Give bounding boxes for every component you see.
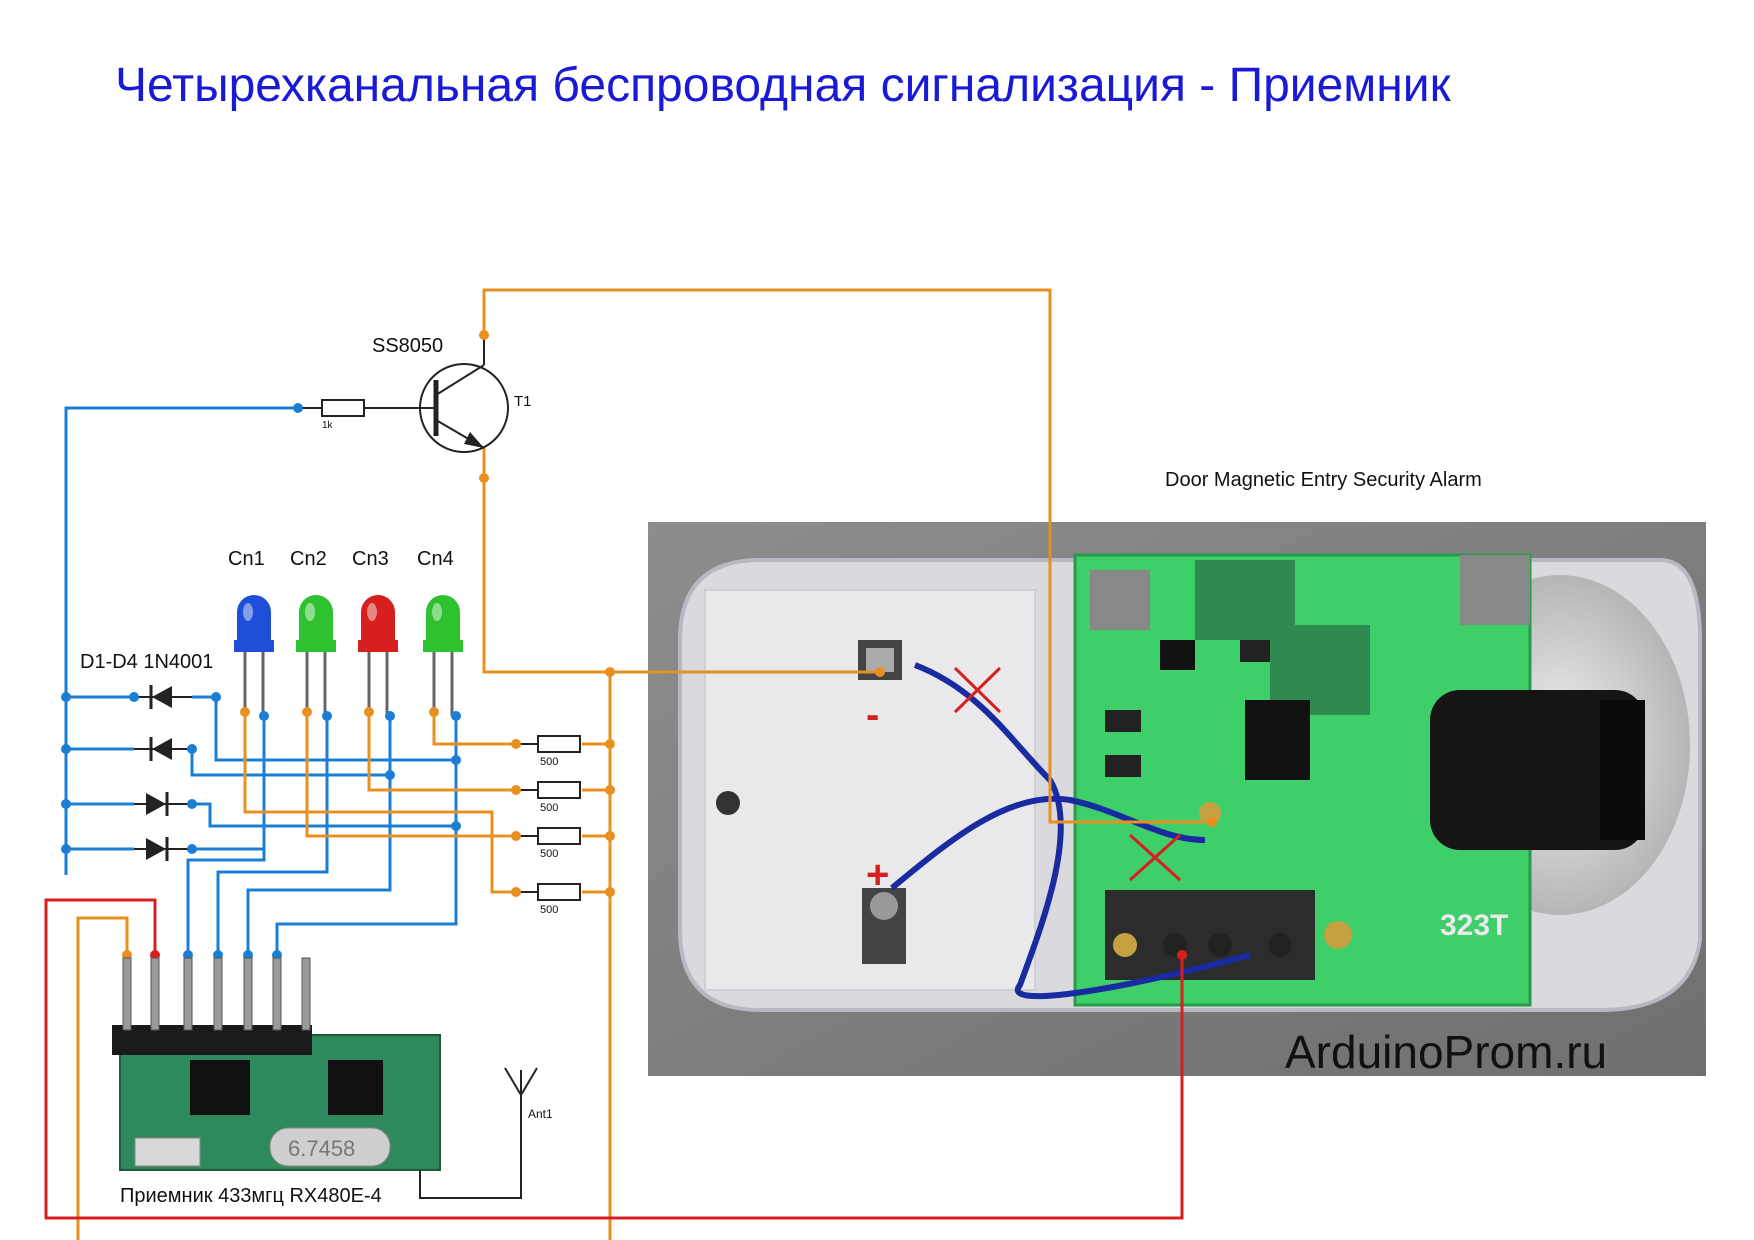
transistor-model: SS8050 — [372, 335, 443, 357]
junction-dot — [511, 785, 521, 795]
leds: Cn1 Cn2 Cn3 Cn4 — [228, 548, 463, 716]
base-resistor-value: 1k — [322, 420, 334, 431]
resistor-value: 500 — [540, 848, 558, 860]
led-resistor-2: 500 — [516, 781, 581, 814]
header-pin — [213, 957, 223, 1031]
led-resistor-1: 500 — [516, 735, 581, 768]
resistor-value: 500 — [540, 904, 558, 916]
junction-dot — [451, 711, 461, 721]
resistor-value: 500 — [540, 802, 558, 814]
junction-dot — [1207, 817, 1217, 827]
junction-dot — [61, 799, 71, 809]
junction-dot — [511, 831, 521, 841]
header-pin — [301, 957, 311, 1031]
header-pin — [150, 957, 160, 1031]
junction-dot — [385, 770, 395, 780]
junction-dot — [875, 667, 885, 677]
led-2: Cn2 — [290, 548, 336, 716]
crystal-marking: 6.7458 — [288, 1136, 355, 1161]
junction-dot — [511, 887, 521, 897]
junction-dot — [605, 739, 615, 749]
antenna-ref: Ant1 — [528, 1107, 553, 1121]
junction-dot — [511, 739, 521, 749]
plus-label: + — [866, 853, 889, 897]
header-pin — [183, 957, 193, 1031]
minus-label: - — [866, 693, 879, 737]
junction-dot — [605, 831, 615, 841]
junction-dot — [429, 707, 439, 717]
junction-dot — [211, 692, 221, 702]
junction-dot — [61, 692, 71, 702]
diode-d2 — [134, 737, 192, 761]
diodes-label: D1-D4 1N4001 — [80, 651, 213, 673]
diagram-title: Четырехканальная беспроводная сигнализац… — [115, 59, 1451, 112]
led-1: Cn1 — [228, 548, 274, 716]
led-body — [361, 595, 395, 642]
junction-dot — [129, 692, 139, 702]
junction-dot — [479, 330, 489, 340]
header-pin — [122, 957, 132, 1031]
led-rim — [358, 640, 398, 652]
junction-dot — [479, 473, 489, 483]
pcb-marking: 323T — [1440, 909, 1508, 942]
junction-dots — [61, 330, 1217, 960]
junction-dot — [187, 799, 197, 809]
watermark: ArduinoProm.ru — [1285, 1026, 1607, 1078]
led-resistor-3: 500 — [516, 827, 581, 860]
junction-dot — [364, 707, 374, 717]
receiver-pins — [122, 957, 311, 1031]
resistor-value: 500 — [540, 756, 558, 768]
alarm-label: Door Magnetic Entry Security Alarm — [1165, 469, 1482, 491]
led-label: Cn2 — [290, 548, 327, 570]
junction-dot — [240, 707, 250, 717]
receiver-label: Приемник 433мгц RX480E-4 — [120, 1185, 382, 1207]
junction-dot — [293, 403, 303, 413]
junction-dot — [605, 887, 615, 897]
receiver-module: 6.7458 Приемник 433мгц RX480E-4 — [112, 957, 441, 1207]
led-label: Cn1 — [228, 548, 265, 570]
led-body — [237, 595, 271, 642]
junction-dot — [322, 711, 332, 721]
led-4: Cn4 — [417, 548, 463, 716]
led-body — [426, 595, 460, 642]
transistor-ref: T1 — [514, 393, 532, 410]
junction-dot — [61, 844, 71, 854]
diode-d1 — [134, 685, 192, 709]
junction-dot — [385, 711, 395, 721]
header-pin — [243, 957, 253, 1031]
base-resistor — [321, 399, 365, 417]
junction-dot — [451, 755, 461, 765]
led-rim — [234, 640, 274, 652]
junction-dot — [187, 744, 197, 754]
led-label: Cn3 — [352, 548, 389, 570]
transistor-t1: 1k SS8050 T1 — [298, 335, 532, 453]
led-resistor-4: 500 — [516, 883, 581, 916]
diode-d3 — [134, 792, 192, 816]
junction-dot — [605, 785, 615, 795]
led-body — [299, 595, 333, 642]
junction-dot — [302, 707, 312, 717]
led-3: Cn3 — [352, 548, 398, 716]
junction-dot — [451, 821, 461, 831]
led-resistors: 500 500 500 500 — [516, 735, 581, 916]
led-rim — [423, 640, 463, 652]
antenna-ant1: Ant1 — [504, 1067, 553, 1121]
led-label: Cn4 — [417, 548, 454, 570]
junction-dot — [605, 667, 615, 677]
junction-dot — [61, 744, 71, 754]
junction-dot — [1177, 950, 1187, 960]
junction-dot — [187, 844, 197, 854]
header-pin — [272, 957, 282, 1031]
diode-d4 — [134, 837, 192, 861]
alarm-photo: 323T - + ArduinoProm.ru — [648, 522, 1706, 1078]
led-rim — [296, 640, 336, 652]
junction-dot — [259, 711, 269, 721]
